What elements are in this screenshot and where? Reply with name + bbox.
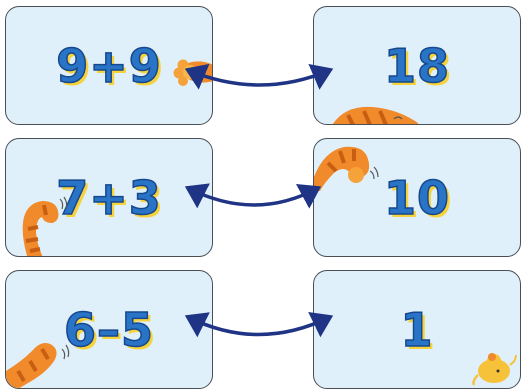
expression-text: 7+3 (55, 170, 162, 225)
mouse-icon (472, 353, 517, 386)
cat-tail-icon (22, 196, 68, 256)
cat-tail-icon (332, 106, 418, 124)
expression-text: 6–5 (63, 302, 154, 357)
expression-card-1[interactable]: 9+9 (5, 6, 213, 125)
expression-text: 9+9 (55, 38, 162, 93)
expression-card-3[interactable]: 6–5 (5, 270, 213, 389)
answer-text: 1 (400, 302, 434, 357)
answer-text: 18 (383, 38, 450, 93)
expression-card-2[interactable]: 7+3 (5, 138, 213, 257)
answer-card-3[interactable]: 1 (313, 270, 521, 389)
answer-card-1[interactable]: 18 (313, 6, 521, 125)
cat-paw-icon (314, 146, 379, 191)
answer-card-2[interactable]: 10 (313, 138, 521, 257)
answer-text: 10 (383, 170, 450, 225)
cat-tail-icon (6, 343, 70, 388)
cat-paw-icon (173, 59, 212, 86)
